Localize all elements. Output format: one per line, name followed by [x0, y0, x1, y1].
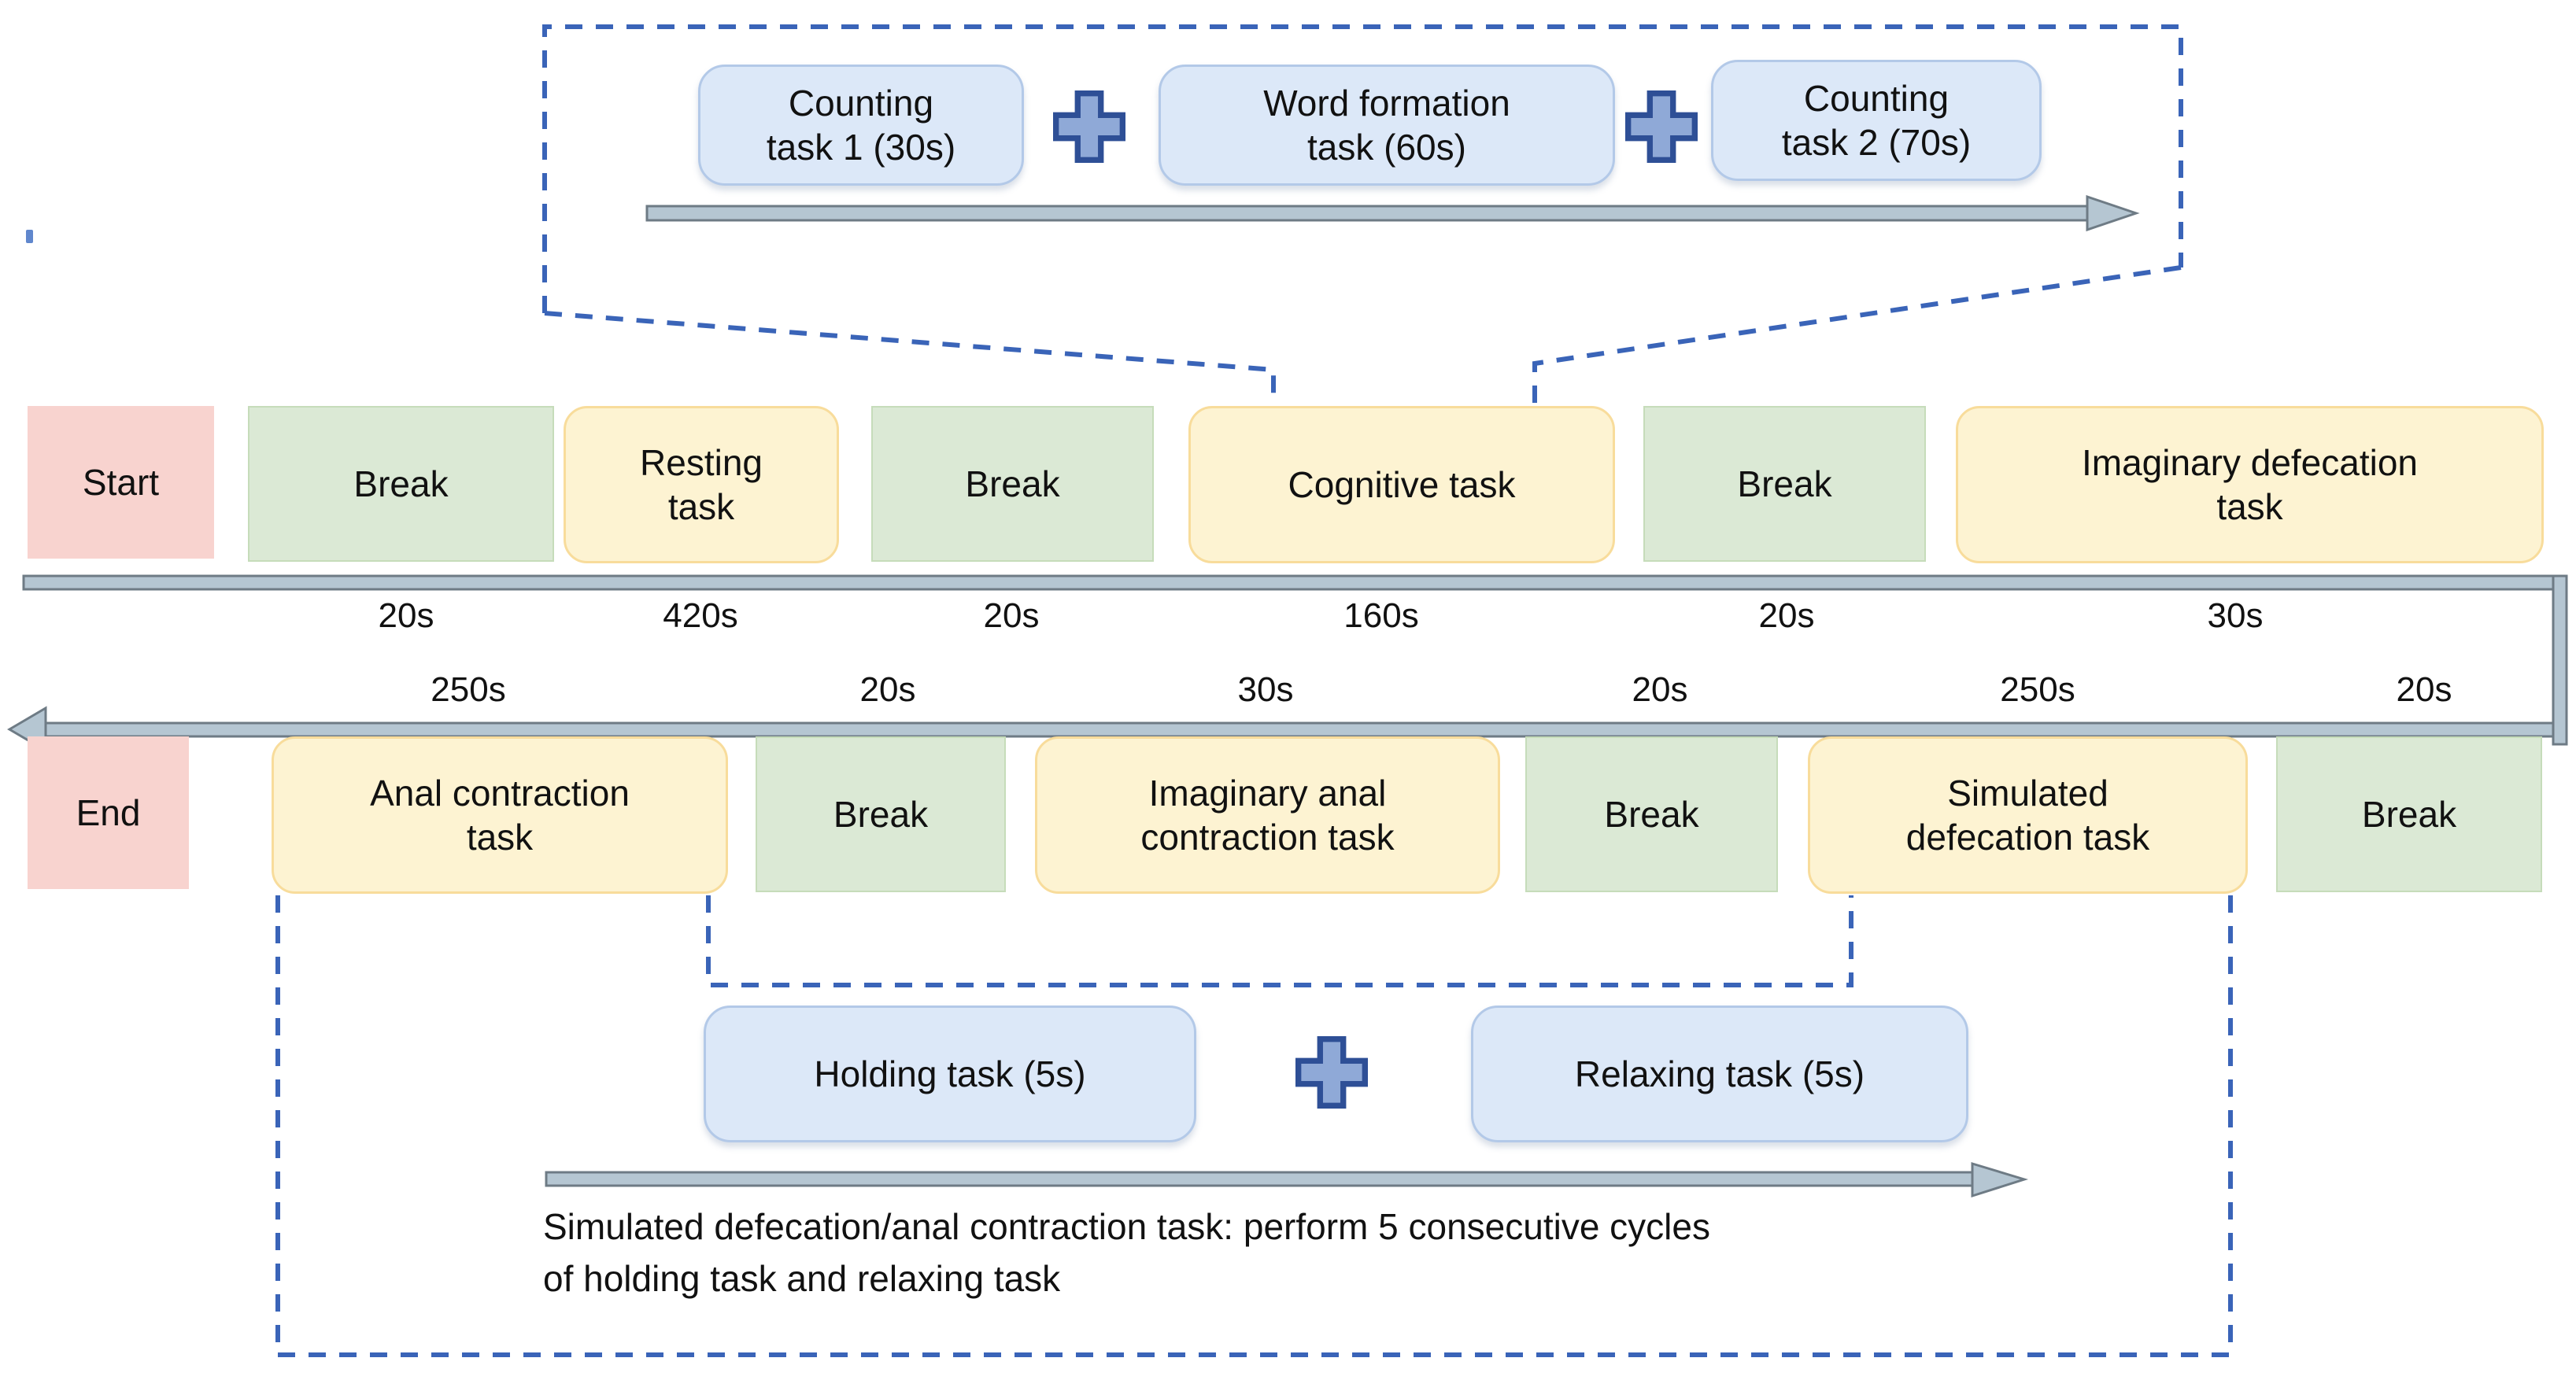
imaginary-defecation-label-line1: Imaginary defecation	[2081, 441, 2419, 483]
duration-label: 20s	[859, 670, 916, 709]
cycle-note-line2: of holding task and relaxing task	[543, 1258, 1061, 1299]
plus-icon	[1295, 1036, 1368, 1109]
anal-contraction-label-line1: Anal contraction	[370, 772, 630, 814]
cycle-sequence-arrow	[545, 1171, 1974, 1187]
break-box: Break	[871, 406, 1154, 562]
cycle-sequence-arrowhead-icon	[1971, 1161, 2029, 1198]
holding-task-label: Holding task (5s)	[814, 1053, 1086, 1094]
duration-label: 20s	[1632, 670, 1688, 709]
counting-task-1-label-line1: Counting	[788, 82, 934, 124]
top-callout-right-leader-line	[1532, 265, 2182, 404]
anal-contraction-label-line2: task	[466, 817, 534, 858]
timeline-arrow-connector	[2552, 574, 2568, 746]
duration-label: 20s	[378, 596, 434, 635]
duration-label: 20s	[983, 596, 1040, 635]
simulated-defecation-label-line2: defecation task	[1905, 817, 2150, 858]
relaxing-task-label: Relaxing task (5s)	[1574, 1053, 1865, 1094]
cognitive-sequence-arrowhead-icon	[2086, 194, 2140, 232]
end-label: End	[76, 791, 141, 833]
cognitive-sequence-arrow	[645, 205, 2089, 222]
relaxing-task-box: Relaxing task (5s)	[1471, 1005, 1968, 1142]
imaginary-anal-contraction-label-line2: contraction task	[1140, 817, 1395, 858]
counting-task-2-label-line2: task 2 (70s)	[1781, 122, 1972, 163]
simulated-defecation-task-box: Simulated defecation task	[1808, 736, 2248, 894]
counting-task-1-box: Counting task 1 (30s)	[698, 65, 1024, 186]
duration-label: 250s	[431, 670, 506, 709]
duration-label: 30s	[1237, 670, 1294, 709]
counting-task-1-label-line2: task 1 (30s)	[766, 127, 956, 168]
plus-icon	[1053, 90, 1125, 163]
top-callout-left-leader-line	[544, 311, 1276, 404]
duration-label: 30s	[2207, 596, 2264, 635]
duration-label: 160s	[1343, 596, 1419, 635]
start-box: Start	[28, 406, 214, 559]
counting-task-2-box: Counting task 2 (70s)	[1711, 60, 2042, 181]
imaginary-defecation-task-box: Imaginary defecation task	[1956, 406, 2544, 563]
break-box: Break	[1643, 406, 1926, 562]
anal-contraction-right-leader-line	[706, 895, 1853, 987]
stray-mark	[26, 230, 33, 243]
resting-task-box: Resting task	[564, 406, 839, 563]
counting-task-2-label-line1: Counting	[1803, 77, 1950, 119]
word-formation-label-line1: Word formation	[1263, 82, 1510, 124]
anal-contraction-task-box: Anal contraction task	[272, 736, 728, 894]
imaginary-defecation-label-line2: task	[2216, 486, 2283, 527]
break-label: Break	[1737, 463, 1832, 504]
break-box: Break	[1525, 736, 1778, 892]
word-formation-task-box: Word formation task (60s)	[1159, 65, 1615, 186]
duration-label: 20s	[1758, 596, 1815, 635]
word-formation-label-line2: task (60s)	[1307, 127, 1466, 168]
simulated-defecation-label-line1: Simulated	[1947, 772, 2108, 814]
resting-task-label-line1: Resting	[640, 441, 763, 483]
break-box: Break	[756, 736, 1006, 892]
holding-task-box: Holding task (5s)	[704, 1005, 1196, 1142]
break-label: Break	[353, 463, 449, 504]
break-label: Break	[1604, 793, 1699, 835]
imaginary-anal-contraction-label-line1: Imaginary anal	[1148, 772, 1387, 814]
imaginary-anal-contraction-task-box: Imaginary anal contraction task	[1035, 736, 1500, 894]
cognitive-task-label: Cognitive task	[1288, 463, 1516, 505]
break-label: Break	[2361, 793, 2457, 835]
start-label: Start	[82, 461, 160, 503]
timeline-arrow-return	[43, 721, 2555, 738]
break-label: Break	[833, 793, 929, 835]
duration-label: 250s	[2000, 670, 2075, 709]
end-box: End	[28, 736, 189, 889]
duration-label: 20s	[2396, 670, 2452, 709]
plus-icon	[1625, 90, 1698, 163]
cognitive-task-box: Cognitive task	[1188, 406, 1615, 563]
break-box: Break	[2276, 736, 2542, 892]
cycle-note-line1: Simulated defecation/anal contraction ta…	[543, 1206, 1710, 1247]
break-label: Break	[965, 463, 1060, 504]
resting-task-label-line2: task	[667, 486, 735, 527]
duration-label: 420s	[663, 596, 738, 635]
break-box: Break	[248, 406, 554, 562]
timeline-arrow-forward	[22, 574, 2555, 591]
